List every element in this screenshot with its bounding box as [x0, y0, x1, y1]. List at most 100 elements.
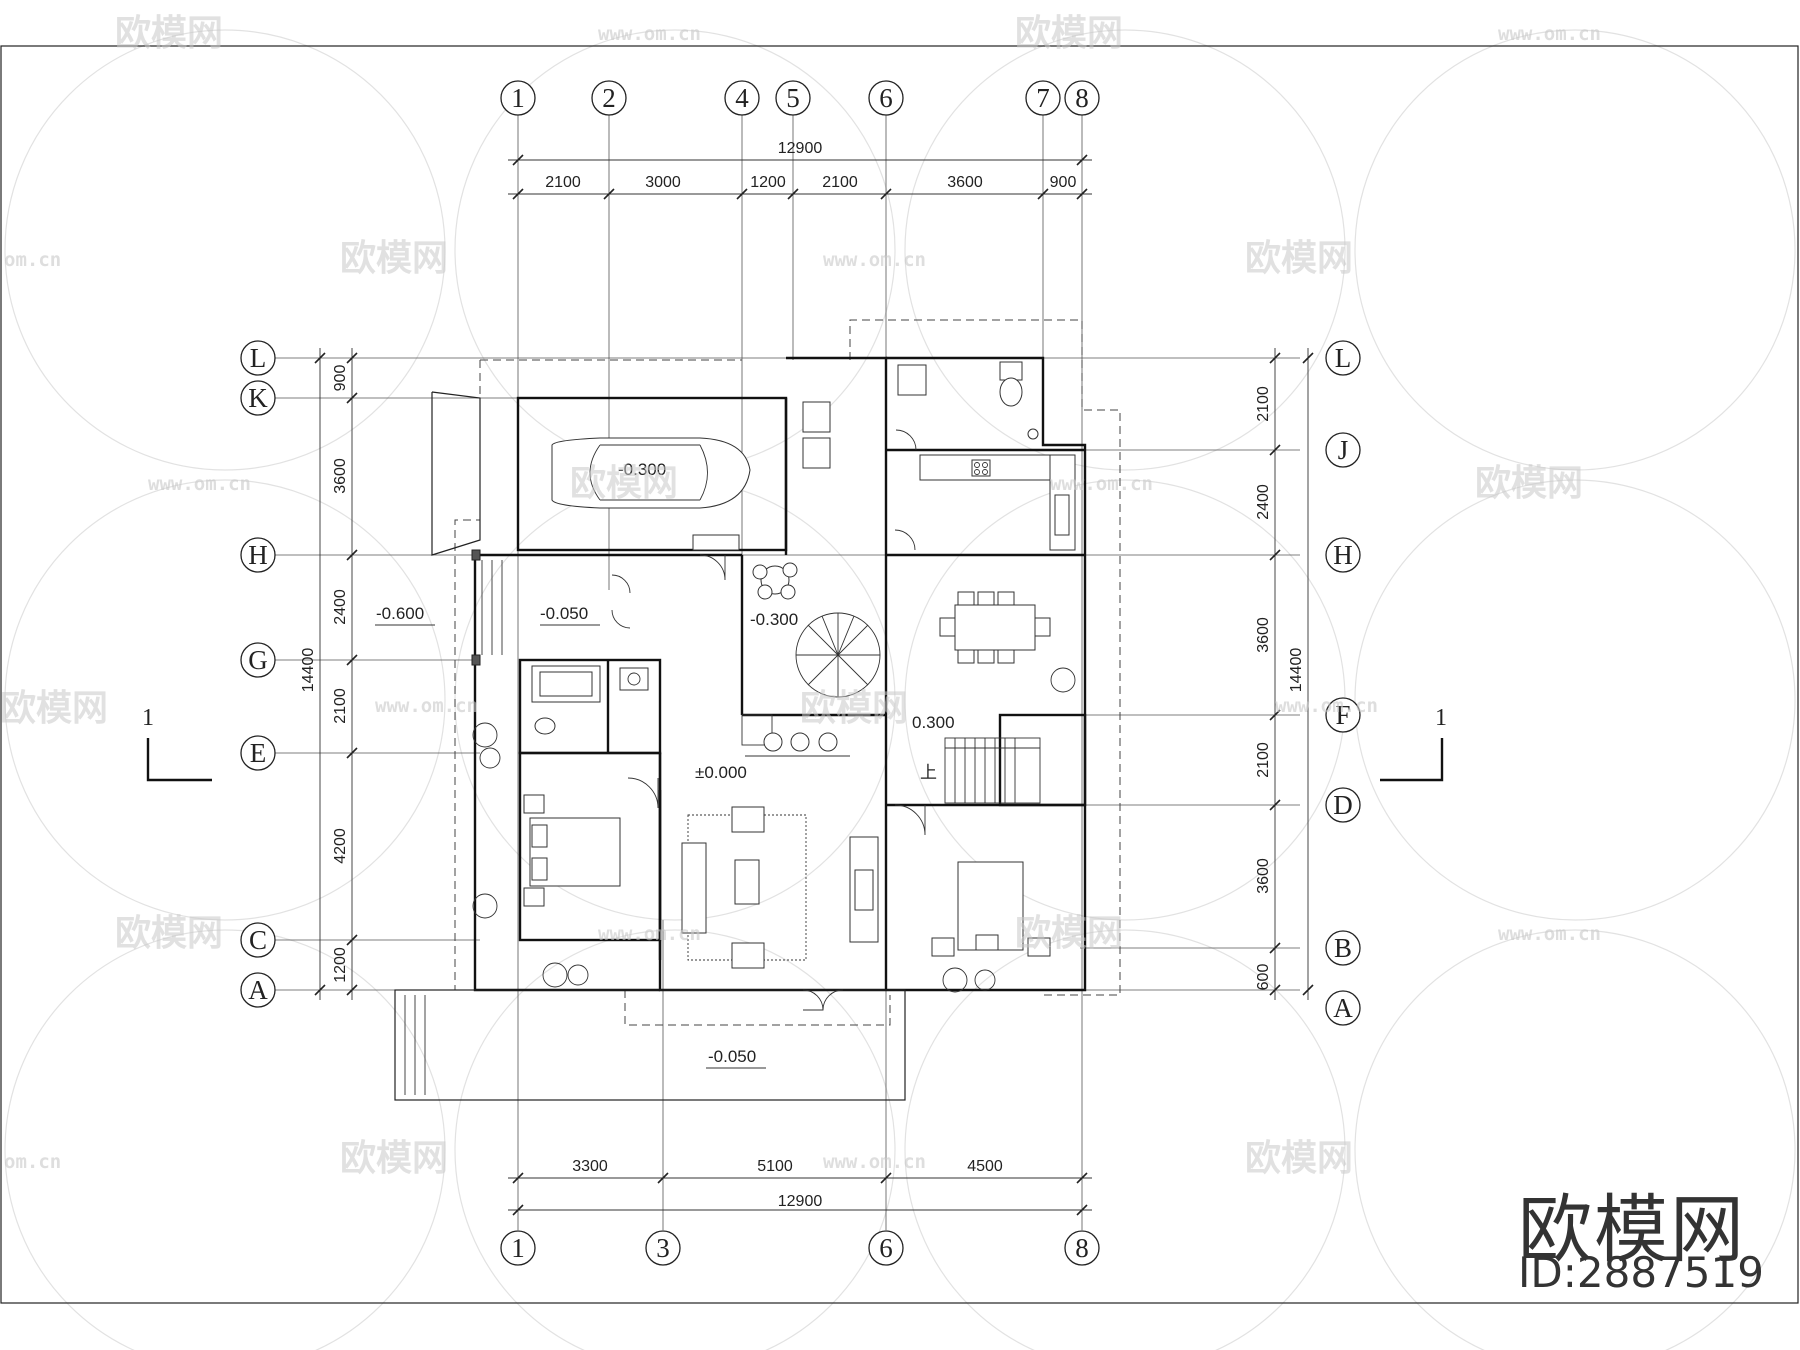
top-axis-bubbles: 1 2 4 5 6 7 8	[500, 80, 1100, 116]
bottom-axis-bubbles: 1 3 6 8	[500, 1230, 1100, 1266]
dim-segment: 2400	[332, 589, 349, 625]
dim-segment: 600	[1255, 964, 1272, 991]
dim-segment: 1200	[332, 947, 349, 983]
plant-icon	[752, 562, 798, 600]
axis-label: 1	[511, 1233, 525, 1263]
dim-segment: 3600	[332, 458, 349, 494]
axis-label: K	[248, 383, 268, 413]
car-icon	[551, 437, 751, 509]
level-garage: -0.300	[618, 460, 666, 479]
svg-text:欧模网: 欧模网	[0, 688, 108, 729]
section-marker-right: 1	[1380, 705, 1447, 782]
svg-text:欧模网: 欧模网	[800, 688, 908, 729]
walls	[394, 356, 1087, 1101]
svg-text:欧模网: 欧模网	[1475, 463, 1583, 504]
dim-segment: 5100	[757, 1158, 793, 1175]
left-dimensions: 14400 900 3600 2400 2100 4200 1200	[300, 348, 358, 1000]
dim-segment: 3600	[947, 174, 983, 191]
straight-stair-icon	[944, 737, 1041, 804]
svg-text:om.cn: om.cn	[4, 1151, 61, 1173]
doors	[611, 429, 926, 1011]
dim-segment: 3600	[1255, 617, 1272, 653]
svg-text:欧模网: 欧模网	[115, 913, 223, 954]
svg-text:欧模网: 欧模网	[115, 13, 223, 54]
dim-segment: 2100	[1255, 742, 1272, 778]
dim-total-right: 14400	[1288, 648, 1305, 693]
svg-text:om.cn: om.cn	[4, 249, 61, 271]
axis-grid	[275, 115, 1300, 1230]
kitchen-counter	[919, 454, 1076, 551]
axis-label: B	[1334, 933, 1352, 963]
garage-door-icon	[692, 534, 740, 551]
dim-segment: 2100	[332, 688, 349, 724]
level-living: ±0.000	[695, 763, 747, 782]
svg-text:www.om.cn: www.om.cn	[598, 23, 701, 45]
axis-label: H	[248, 540, 268, 570]
bed-icon-2	[931, 861, 1051, 957]
svg-text:1: 1	[1435, 705, 1447, 731]
dining-table-icon	[939, 591, 1051, 664]
dim-total-bottom: 12900	[778, 1193, 823, 1210]
axis-label: L	[250, 343, 267, 373]
axis-label: F	[1335, 700, 1350, 730]
dim-segment: 4500	[967, 1158, 1003, 1175]
bed-icon	[523, 794, 621, 907]
svg-text:www.om.cn: www.om.cn	[823, 249, 926, 271]
toilet-icon	[897, 361, 1039, 440]
dim-total-left: 14400	[300, 648, 317, 693]
svg-text:www.om.cn: www.om.cn	[148, 473, 251, 495]
section-marker-left: 1	[142, 705, 212, 782]
axis-label: 6	[879, 1233, 893, 1263]
svg-text:www.om.cn: www.om.cn	[1498, 23, 1601, 45]
axis-label: 8	[1075, 1233, 1089, 1263]
svg-text:欧模网: 欧模网	[1015, 913, 1123, 954]
svg-text:欧模网: 欧模网	[1245, 238, 1353, 279]
right-axis-bubbles: L J H F D B A	[1325, 340, 1361, 1026]
axis-label: A	[248, 975, 268, 1005]
dim-segment: 2100	[822, 174, 858, 191]
dim-segment: 2400	[1255, 484, 1272, 520]
axis-label: C	[249, 925, 267, 955]
axis-label: G	[248, 645, 268, 675]
svg-text:www.om.cn: www.om.cn	[1050, 473, 1153, 495]
drawing-border	[0, 45, 1799, 1304]
svg-text:www.om.cn: www.om.cn	[1498, 923, 1601, 945]
living-furniture	[681, 806, 879, 969]
axis-label: E	[250, 738, 267, 768]
axis-label: 4	[735, 83, 749, 113]
svg-text:www.om.cn: www.om.cn	[1275, 695, 1378, 717]
svg-text:www.om.cn: www.om.cn	[375, 695, 478, 717]
svg-text:www.om.cn: www.om.cn	[823, 1151, 926, 1173]
top-dimensions: 12900 2100 3000 1200 2100 3600 900	[508, 140, 1092, 200]
dim-total-top: 12900	[778, 140, 823, 157]
axis-label: 7	[1036, 83, 1050, 113]
level-stair-well: -0.300	[750, 610, 798, 629]
dim-segment: 2100	[1255, 386, 1272, 422]
svg-text:www.om.cn: www.om.cn	[598, 923, 701, 945]
axis-label: A	[1333, 993, 1353, 1023]
axis-label: H	[1333, 540, 1353, 570]
shrub-icons	[472, 667, 1076, 993]
bottom-dimensions: 3300 5100 4500 12900	[508, 1158, 1092, 1216]
level-side-entry: -0.600	[376, 604, 424, 623]
axis-label: 3	[656, 1233, 670, 1263]
axis-label: L	[1335, 343, 1352, 373]
level-dining: 0.300	[912, 713, 955, 732]
svg-text:欧模网: 欧模网	[340, 238, 448, 279]
axis-label: 6	[879, 83, 893, 113]
level-front-terrace: -0.050	[708, 1047, 756, 1066]
dim-segment: 3300	[572, 1158, 608, 1175]
axis-label: 1	[511, 83, 525, 113]
dim-segment: 3000	[645, 174, 681, 191]
dim-segment: 3600	[1255, 858, 1272, 894]
svg-text:欧模网: 欧模网	[570, 463, 678, 504]
axis-label: 2	[602, 83, 616, 113]
dim-segment: 4200	[332, 828, 349, 864]
svg-text:欧模网: 欧模网	[1015, 13, 1123, 54]
spiral-stair-icon	[795, 612, 881, 698]
watermark-pattern	[4, 29, 1796, 1350]
watermark-text: 欧模网 www.om.cn 欧模网 www.om.cn om.cn 欧模网 ww…	[0, 13, 1601, 1179]
dim-segment: 900	[1050, 174, 1077, 191]
axis-label: D	[1333, 790, 1353, 820]
